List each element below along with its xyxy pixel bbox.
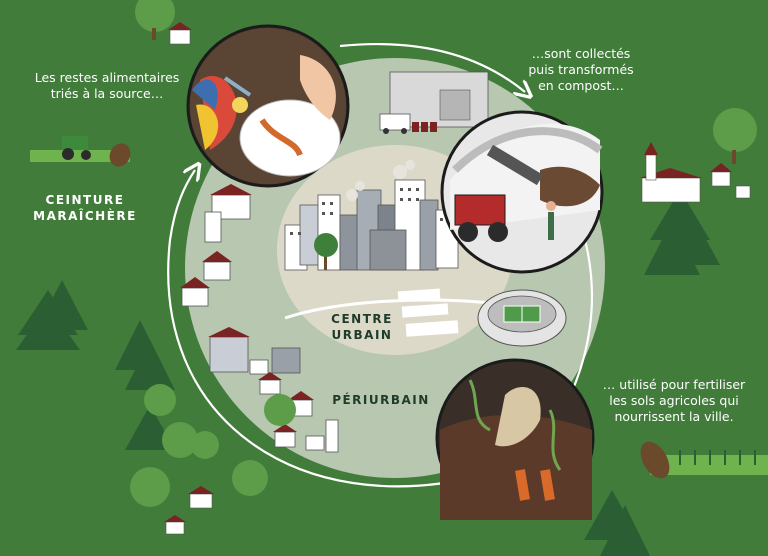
step1-line2: triés à la source…	[50, 86, 164, 101]
periurban-houses	[180, 184, 339, 453]
smoke	[346, 160, 415, 201]
rural-houses	[164, 22, 751, 535]
step1-line1: Les restes alimentaires	[34, 70, 180, 85]
composting-machine-scene	[440, 110, 604, 274]
soil-planting-scene	[435, 358, 595, 520]
zone-label-centre: CENTRE URBAIN	[322, 311, 402, 343]
city-tree	[314, 233, 338, 270]
step3-line1: … utilisé pour fertiliser	[602, 377, 746, 392]
cycle-arrow	[167, 170, 481, 488]
zone-centre-line1: CENTRE	[331, 312, 393, 326]
road	[284, 298, 501, 320]
crop-row	[640, 441, 768, 479]
zone-ceinture-line2: MARAÎCHÈRE	[33, 209, 137, 223]
step2-line3: en compost…	[538, 78, 624, 93]
zone-centre-line2: URBAIN	[331, 328, 393, 342]
step3-line3: nourrissent la ville.	[614, 409, 734, 424]
step1-caption: Les restes alimentaires triés à la sourc…	[22, 70, 192, 102]
zone-label-ceinture: CEINTURE MARAÎCHÈRE	[20, 192, 150, 224]
stadium	[477, 289, 567, 347]
step2-line2: puis transformés	[528, 62, 634, 77]
zone-label-periurbain: PÉRIURBAIN	[332, 393, 430, 407]
step2-caption: …sont collectés puis transformés en comp…	[518, 46, 644, 94]
cycle-arrow-top	[339, 43, 525, 92]
forest-trees	[16, 190, 720, 556]
step3-line2: les sols agricoles qui	[609, 393, 739, 408]
zone-ceinture-line1: CEINTURE	[45, 193, 125, 207]
composting-warehouse	[379, 71, 489, 134]
step3-caption: … utilisé pour fertiliser les sols agric…	[582, 377, 766, 425]
tractor	[30, 136, 131, 167]
step2-line1: …sont collectés	[531, 46, 631, 61]
food-waste-scene	[186, 24, 350, 188]
deciduous-trees	[130, 0, 757, 507]
